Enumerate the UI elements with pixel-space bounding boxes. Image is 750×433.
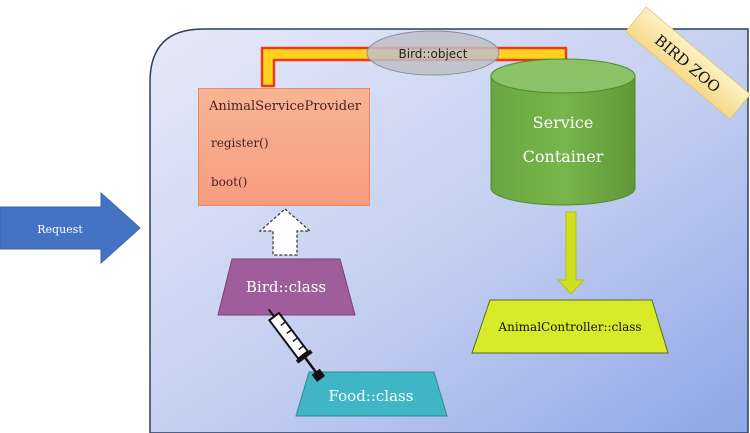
service-container-top [490,58,636,94]
animal-controller-label: AnimalController::class [497,320,641,334]
animal-controller-shape [471,299,669,354]
bird-object-ellipse [366,30,500,76]
bird-class-shape [217,258,356,316]
service-container-line1: Service [533,113,594,132]
food-class-label: Food::class [329,387,414,405]
request-label: Request [37,223,83,236]
inject-up-arrow [258,208,312,256]
bird-class-label: Bird::class [246,278,326,296]
syringe-icon [267,308,326,382]
animal-service-provider-box: AnimalServiceProvider register() boot() [198,88,370,206]
provider-title: AnimalServiceProvider [209,99,361,114]
service-container-cylinder [490,75,636,206]
container-down-arrow [556,211,586,295]
food-class-shape [295,371,448,417]
provider-register-method: register() [211,136,269,150]
request-arrow [0,191,141,265]
service-container-line2: Container [523,147,604,166]
bird-object-label: Bird::object [399,47,468,61]
provider-boot-method: boot() [211,175,248,189]
